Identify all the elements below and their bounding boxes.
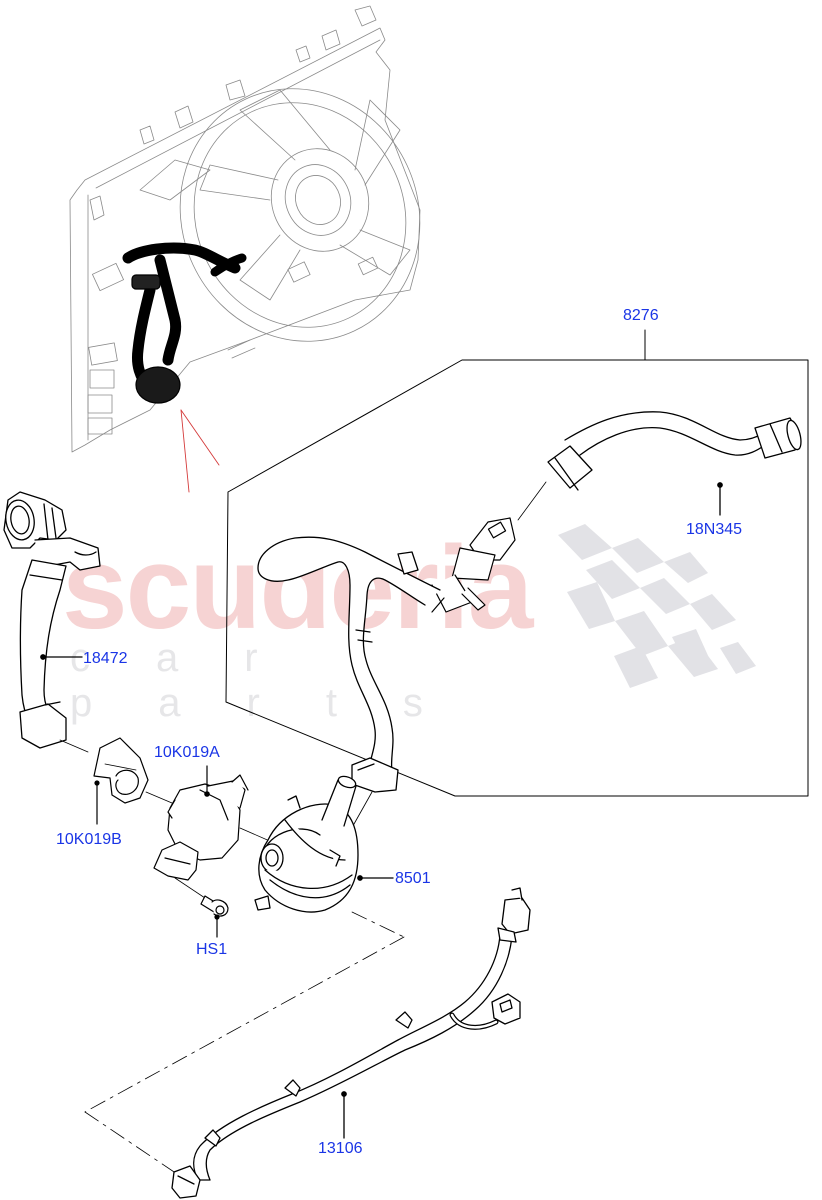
callout-18472[interactable]: 18472 bbox=[83, 650, 128, 667]
callout-13106[interactable]: 13106 bbox=[318, 1140, 363, 1157]
harness-13106 bbox=[171, 887, 531, 1199]
cooling-fan-module bbox=[69, 5, 421, 453]
callout-8276[interactable]: 8276 bbox=[623, 307, 659, 324]
callout-18N345[interactable]: 18N345 bbox=[686, 521, 743, 538]
callout-10K019A[interactable]: 10K019A bbox=[154, 744, 220, 761]
pump-8501 bbox=[254, 775, 394, 913]
callout-8501[interactable]: 8501 bbox=[395, 870, 431, 887]
dash-dot-lines bbox=[84, 911, 405, 1181]
hose-18472 bbox=[3, 491, 101, 749]
bolt-HS1 bbox=[174, 877, 229, 938]
locator-lines bbox=[180, 409, 220, 493]
hose-18N345 bbox=[547, 411, 802, 516]
group-box-8276 bbox=[225, 329, 809, 797]
insulator-10K019B bbox=[93, 737, 149, 825]
hose-8276-pipe bbox=[257, 536, 441, 793]
valve-body bbox=[431, 517, 516, 613]
callout-HS1[interactable]: HS1 bbox=[196, 941, 228, 958]
callout-10K019B[interactable]: 10K019B bbox=[56, 831, 122, 848]
fan-module-hoses bbox=[122, 242, 247, 404]
bracket-10K019A bbox=[153, 765, 249, 881]
